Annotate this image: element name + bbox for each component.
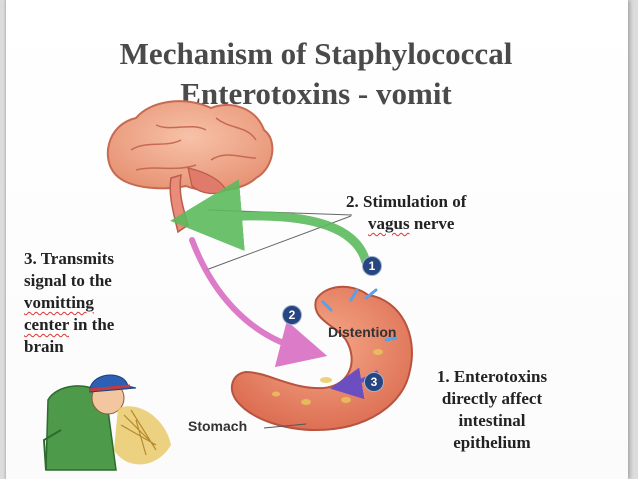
mechanism-illustration bbox=[42, 100, 413, 471]
step-2-line-2: vagus nerve bbox=[346, 213, 466, 235]
vagus-arrow bbox=[170, 179, 371, 267]
vomiting-person-image bbox=[42, 374, 171, 471]
step-3-line-1: 3. Transmits bbox=[24, 249, 115, 268]
stomach-image bbox=[230, 285, 413, 432]
distention-label: Distention bbox=[328, 324, 397, 340]
step-1-line-3: intestinal bbox=[458, 411, 526, 430]
stomach-pointer-line bbox=[263, 423, 307, 429]
step-3-line-2: signal to the bbox=[24, 271, 112, 290]
step-3-line-5: brain bbox=[24, 337, 64, 356]
step-1-line-4: epithelium bbox=[453, 433, 531, 452]
step-3-line-3: vomitting bbox=[24, 293, 94, 312]
step-3-badge: 3 bbox=[364, 372, 384, 392]
step-3-label: 3. Transmits signal to the vomitting cen… bbox=[24, 248, 114, 358]
stomach-label: Stomach bbox=[188, 418, 248, 434]
vagus-word: vagus bbox=[368, 214, 410, 233]
step-1-line-2: directly affect bbox=[441, 389, 543, 408]
slide: Mechanism of Staphylococcal Enterotoxins… bbox=[6, 0, 628, 479]
step-1-label: 1. Enterotoxins directly affect intestin… bbox=[412, 366, 572, 454]
title-line-1: Mechanism of Staphylococcal bbox=[119, 36, 513, 71]
step-2-line-1: 2. Stimulation of bbox=[346, 192, 467, 211]
step-2-badge: 2 bbox=[282, 305, 302, 325]
in-the-words: in the bbox=[69, 315, 115, 334]
nerve-word: nerve bbox=[409, 214, 455, 233]
step-1-line-1: 1. Enterotoxins bbox=[436, 367, 548, 386]
step-2-label: 2. Stimulation of vagus nerve bbox=[346, 191, 466, 235]
step-3-line-4: center in the bbox=[24, 314, 114, 336]
step-1-badge: 1 bbox=[362, 256, 382, 276]
center-word: center bbox=[24, 315, 69, 334]
signal-arrow bbox=[189, 237, 328, 368]
slide-title: Mechanism of Staphylococcal Enterotoxins… bbox=[26, 34, 606, 114]
